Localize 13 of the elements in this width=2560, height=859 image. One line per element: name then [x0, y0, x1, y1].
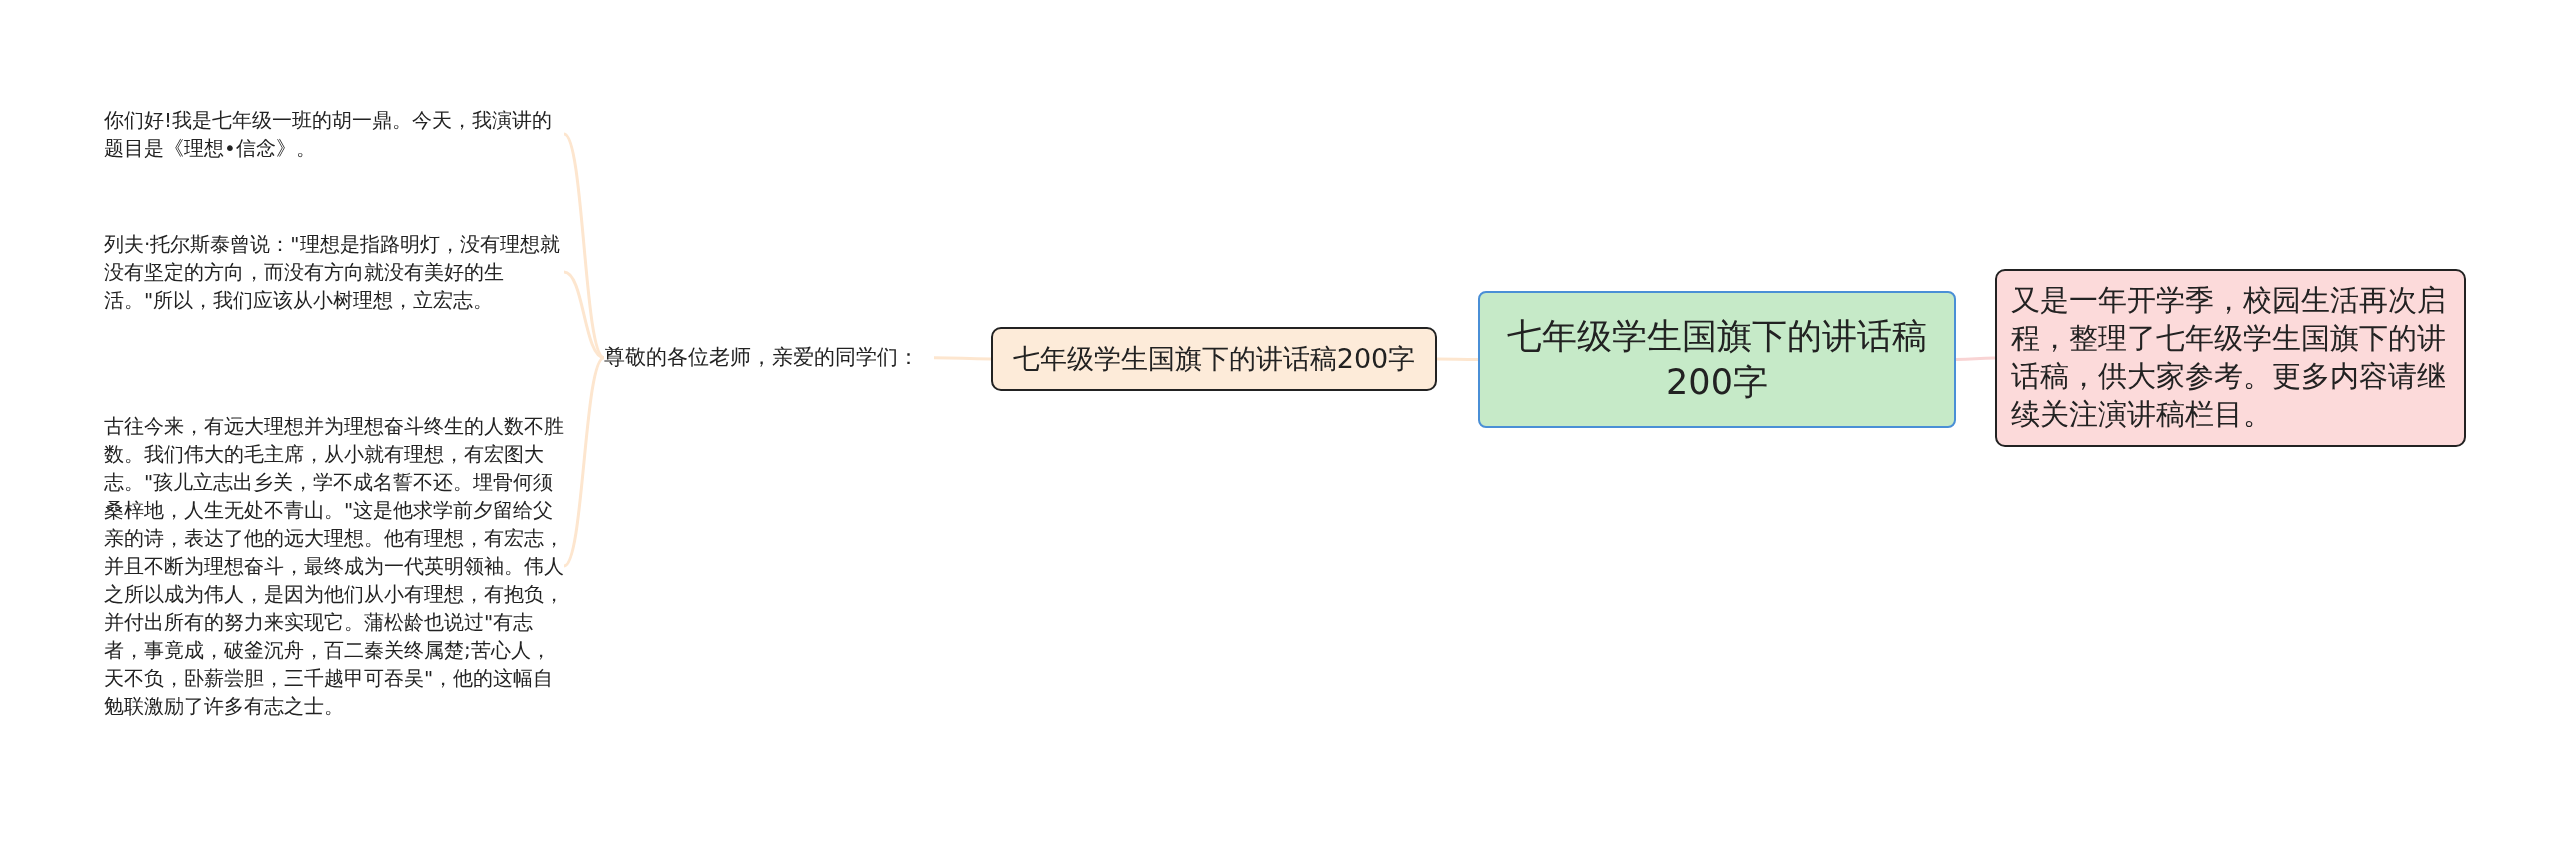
topic-text: 尊敬的各位老师，亲爱的同学们：	[604, 344, 934, 372]
connector-line	[934, 356, 991, 361]
connector-line	[1956, 356, 1995, 361]
connector-line	[562, 132, 606, 359]
central-topic: 七年级学生国旗下的讲话稿200字	[1478, 291, 1956, 428]
connector-line	[563, 356, 605, 568]
paragraph-text: 列夫·托尔斯泰曾说："理想是指路明灯，没有理想就没有坚定的方向，而没有方向就没有美好的生活。"所以，我们应该从小树理想，立宏志。	[104, 230, 564, 314]
connector-line	[1437, 357, 1478, 361]
connector-line	[563, 270, 605, 360]
topic-box: 七年级学生国旗下的讲话稿200字	[991, 327, 1437, 391]
paragraph-text: 你们好!我是七年级一班的胡一鼎。今天，我演讲的题目是《理想•信念》。	[104, 106, 564, 162]
paragraph-text: 古往今来，有远大理想并为理想奋斗终生的人数不胜数。我们伟大的毛主席，从小就有理想，有宏图大志。"孩儿立志出乡关，学不成名誓不还。埋骨何须桑梓地，人生无处不青山。"这是他求学前夕留给父亲的诗，表达了他的远大理想。他有理想，有宏志，并且不断为理想奋斗，最终成为一代英明领袖。伟人之所以成为伟人，是因为他们从小有理想，有抱负，并付出所有的努力来实现它。蒲松龄也说过"有志者，事竟成，破釜沉舟，百二秦关终属楚;苦心人，天不负，卧薪尝胆，三千越甲可吞吴"，他的这幅自勉联激励了许多有志之士。	[104, 412, 564, 720]
note-box: 又是一年开学季，校园生活再次启程，整理了七年级学生国旗下的讲话稿，供大家参考。更多内容请继续关注演讲稿栏目。	[1995, 269, 2466, 447]
